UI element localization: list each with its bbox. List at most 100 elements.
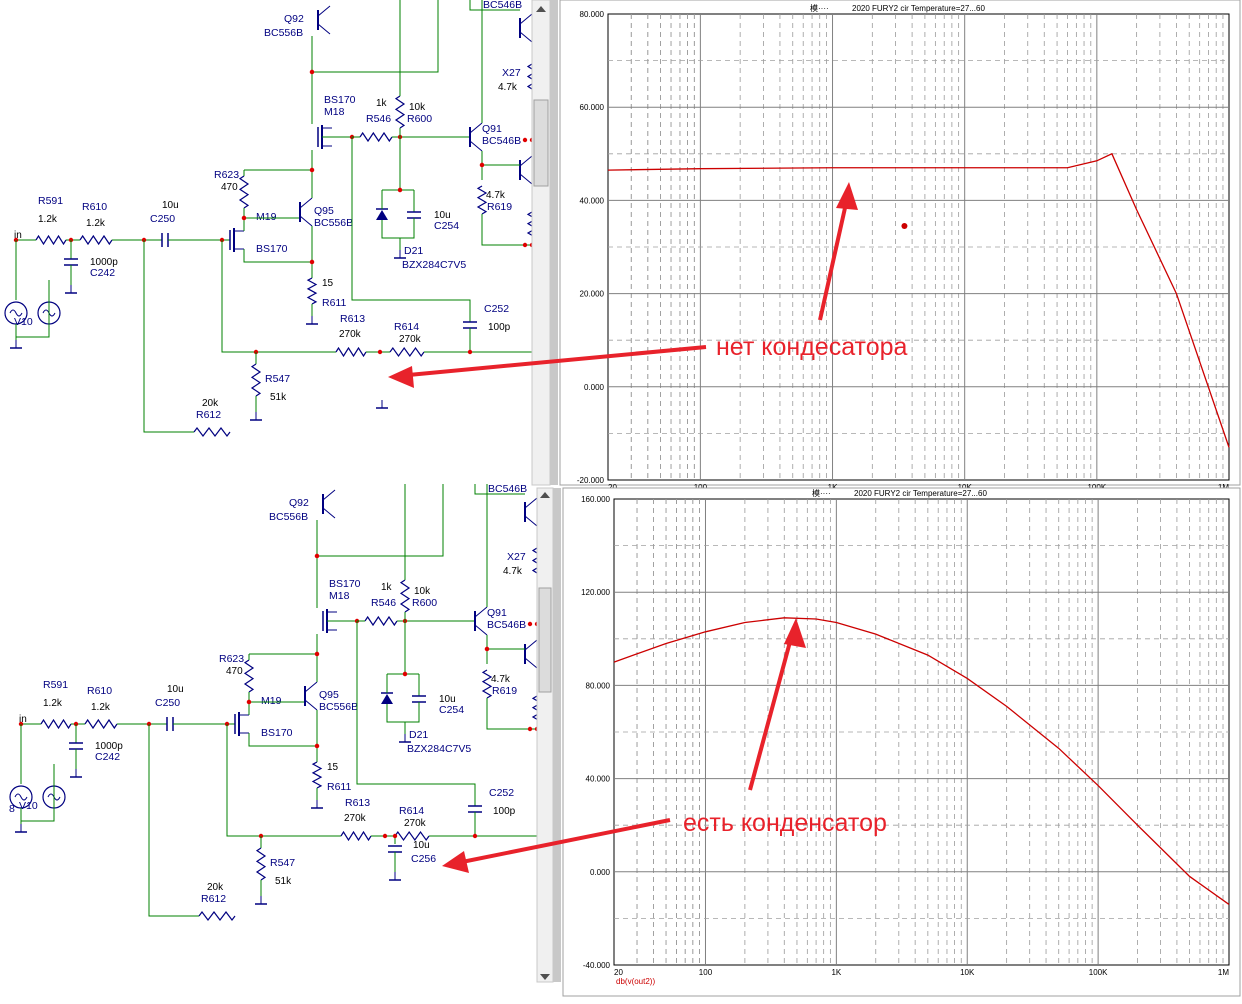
label-m18t: BS170 [329, 578, 361, 590]
y-tick-label: 80.000 [580, 10, 605, 19]
transistor-q91-collector [469, 122, 483, 134]
label-q95t: BC556B [319, 701, 358, 713]
label-r619: R619 [487, 201, 512, 213]
junction-node [402, 671, 408, 677]
label-r591: R591 [43, 679, 68, 691]
label-v10prefix: 8 [9, 803, 15, 815]
arrowhead-schematic-bottom [442, 851, 469, 873]
label-m18: M18 [324, 106, 345, 118]
label-x27v: 4.7k [498, 82, 518, 93]
resistor-r591 [35, 234, 67, 246]
junction-node [314, 553, 320, 559]
label-r612v: 20k [207, 882, 224, 893]
label-r600: R600 [407, 113, 432, 125]
label-m18: M18 [329, 590, 350, 602]
label-q92: Q92 [284, 13, 304, 25]
label-c250: C250 [155, 697, 180, 709]
label-d21: D21 [409, 729, 428, 741]
arrowhead-trace-bottom [784, 618, 806, 648]
junction-node [522, 242, 528, 248]
label-r610: R610 [82, 201, 107, 213]
junction-node [377, 349, 383, 355]
arrow-to-schematic-top [397, 345, 707, 378]
resistor-r612 [198, 911, 236, 921]
transistor-top-right-collector [519, 13, 533, 25]
junction-node [397, 187, 403, 193]
scrollbar-top[interactable] [531, 0, 558, 486]
label-r612v: 20k [202, 398, 219, 409]
y-tick-label: 160.000 [581, 495, 610, 504]
label-r546: R546 [371, 597, 396, 609]
transistor-q92-collector [322, 489, 336, 501]
junction-node [314, 743, 320, 749]
y-tick-label: 120.000 [581, 588, 610, 597]
wire [386, 704, 405, 723]
transistor-q95-emitter [304, 699, 318, 711]
label-r600v: 10k [414, 586, 431, 597]
junction-node [241, 215, 247, 221]
resistor-r547 [250, 363, 262, 397]
label-bc546top: BC546B [488, 483, 527, 495]
label-m18t: BS170 [324, 94, 356, 106]
label-r547v: 51k [275, 876, 292, 887]
transistor-lower-right-emitter [519, 173, 533, 185]
y-tick-label: 0.000 [584, 383, 605, 392]
source-v10-wave [14, 793, 28, 801]
label-r547: R547 [270, 857, 295, 869]
y-tick-label: -20.000 [577, 476, 605, 485]
wire [405, 702, 420, 723]
zener-d21 [381, 694, 393, 704]
scrollbar-bottom[interactable] [536, 487, 561, 983]
junction-node [522, 137, 528, 143]
resistor-r546 [364, 615, 398, 627]
label-c242: C242 [95, 751, 120, 763]
label-c252v: 100p [488, 322, 511, 333]
label-r611v: 15 [327, 762, 339, 773]
label-r623: R623 [214, 169, 239, 181]
label-r547: R547 [265, 373, 290, 385]
chart-top: 80.00060.00040.00020.0000.000-20.0002010… [559, 0, 1241, 492]
wire [143, 240, 194, 433]
wire [248, 733, 318, 762]
arrowhead-trace-top [836, 182, 858, 210]
label-q95: Q95 [314, 205, 334, 217]
label-r613v: 270k [344, 813, 367, 824]
label-c250: C250 [150, 213, 175, 225]
resistor-r619 [476, 185, 488, 215]
resistor-r611 [306, 277, 318, 305]
annotation-has-capacitor: есть конденсатор [683, 809, 887, 837]
junction-node [382, 833, 388, 839]
resistor-r591 [40, 718, 72, 730]
label-c242: C242 [90, 267, 115, 279]
label-c256v: 10u [413, 840, 430, 851]
wire [243, 249, 313, 278]
resistor-r613 [335, 346, 367, 358]
label-c242v: 1000p [90, 257, 118, 268]
transistor-top-right-collector [524, 497, 538, 509]
resistor-r614 [389, 346, 425, 358]
label-r619v: 4.7k [486, 190, 506, 201]
chart-title-prefix: 模···· [810, 3, 829, 13]
arrow-to-schematic-bottom [451, 818, 671, 866]
wire [226, 724, 341, 837]
junction-node [484, 646, 490, 652]
wire [400, 218, 415, 239]
label-r546: R546 [366, 113, 391, 125]
transistor-q95-emitter [299, 215, 313, 227]
chart-title: 2020 FURY2 cir Temperature=27...60 [852, 4, 985, 13]
resistor-r611 [311, 761, 323, 789]
y-tick-label: 0.000 [590, 868, 611, 877]
label-q92t: BC556B [264, 27, 303, 39]
chart-xlabel: db(v(out2)) [616, 977, 655, 986]
series-line [613, 617, 1230, 905]
transistor-top-right-emitter [524, 515, 538, 527]
junction-node [472, 833, 478, 839]
label-r600v: 10k [409, 102, 426, 113]
label-r623: R623 [219, 653, 244, 665]
label-m19: M19 [261, 695, 282, 707]
transistor-q92-emitter [322, 507, 336, 519]
arrowhead-schematic-top [388, 366, 414, 388]
label-m19t: BS170 [261, 727, 293, 739]
label-d21: D21 [404, 245, 423, 257]
